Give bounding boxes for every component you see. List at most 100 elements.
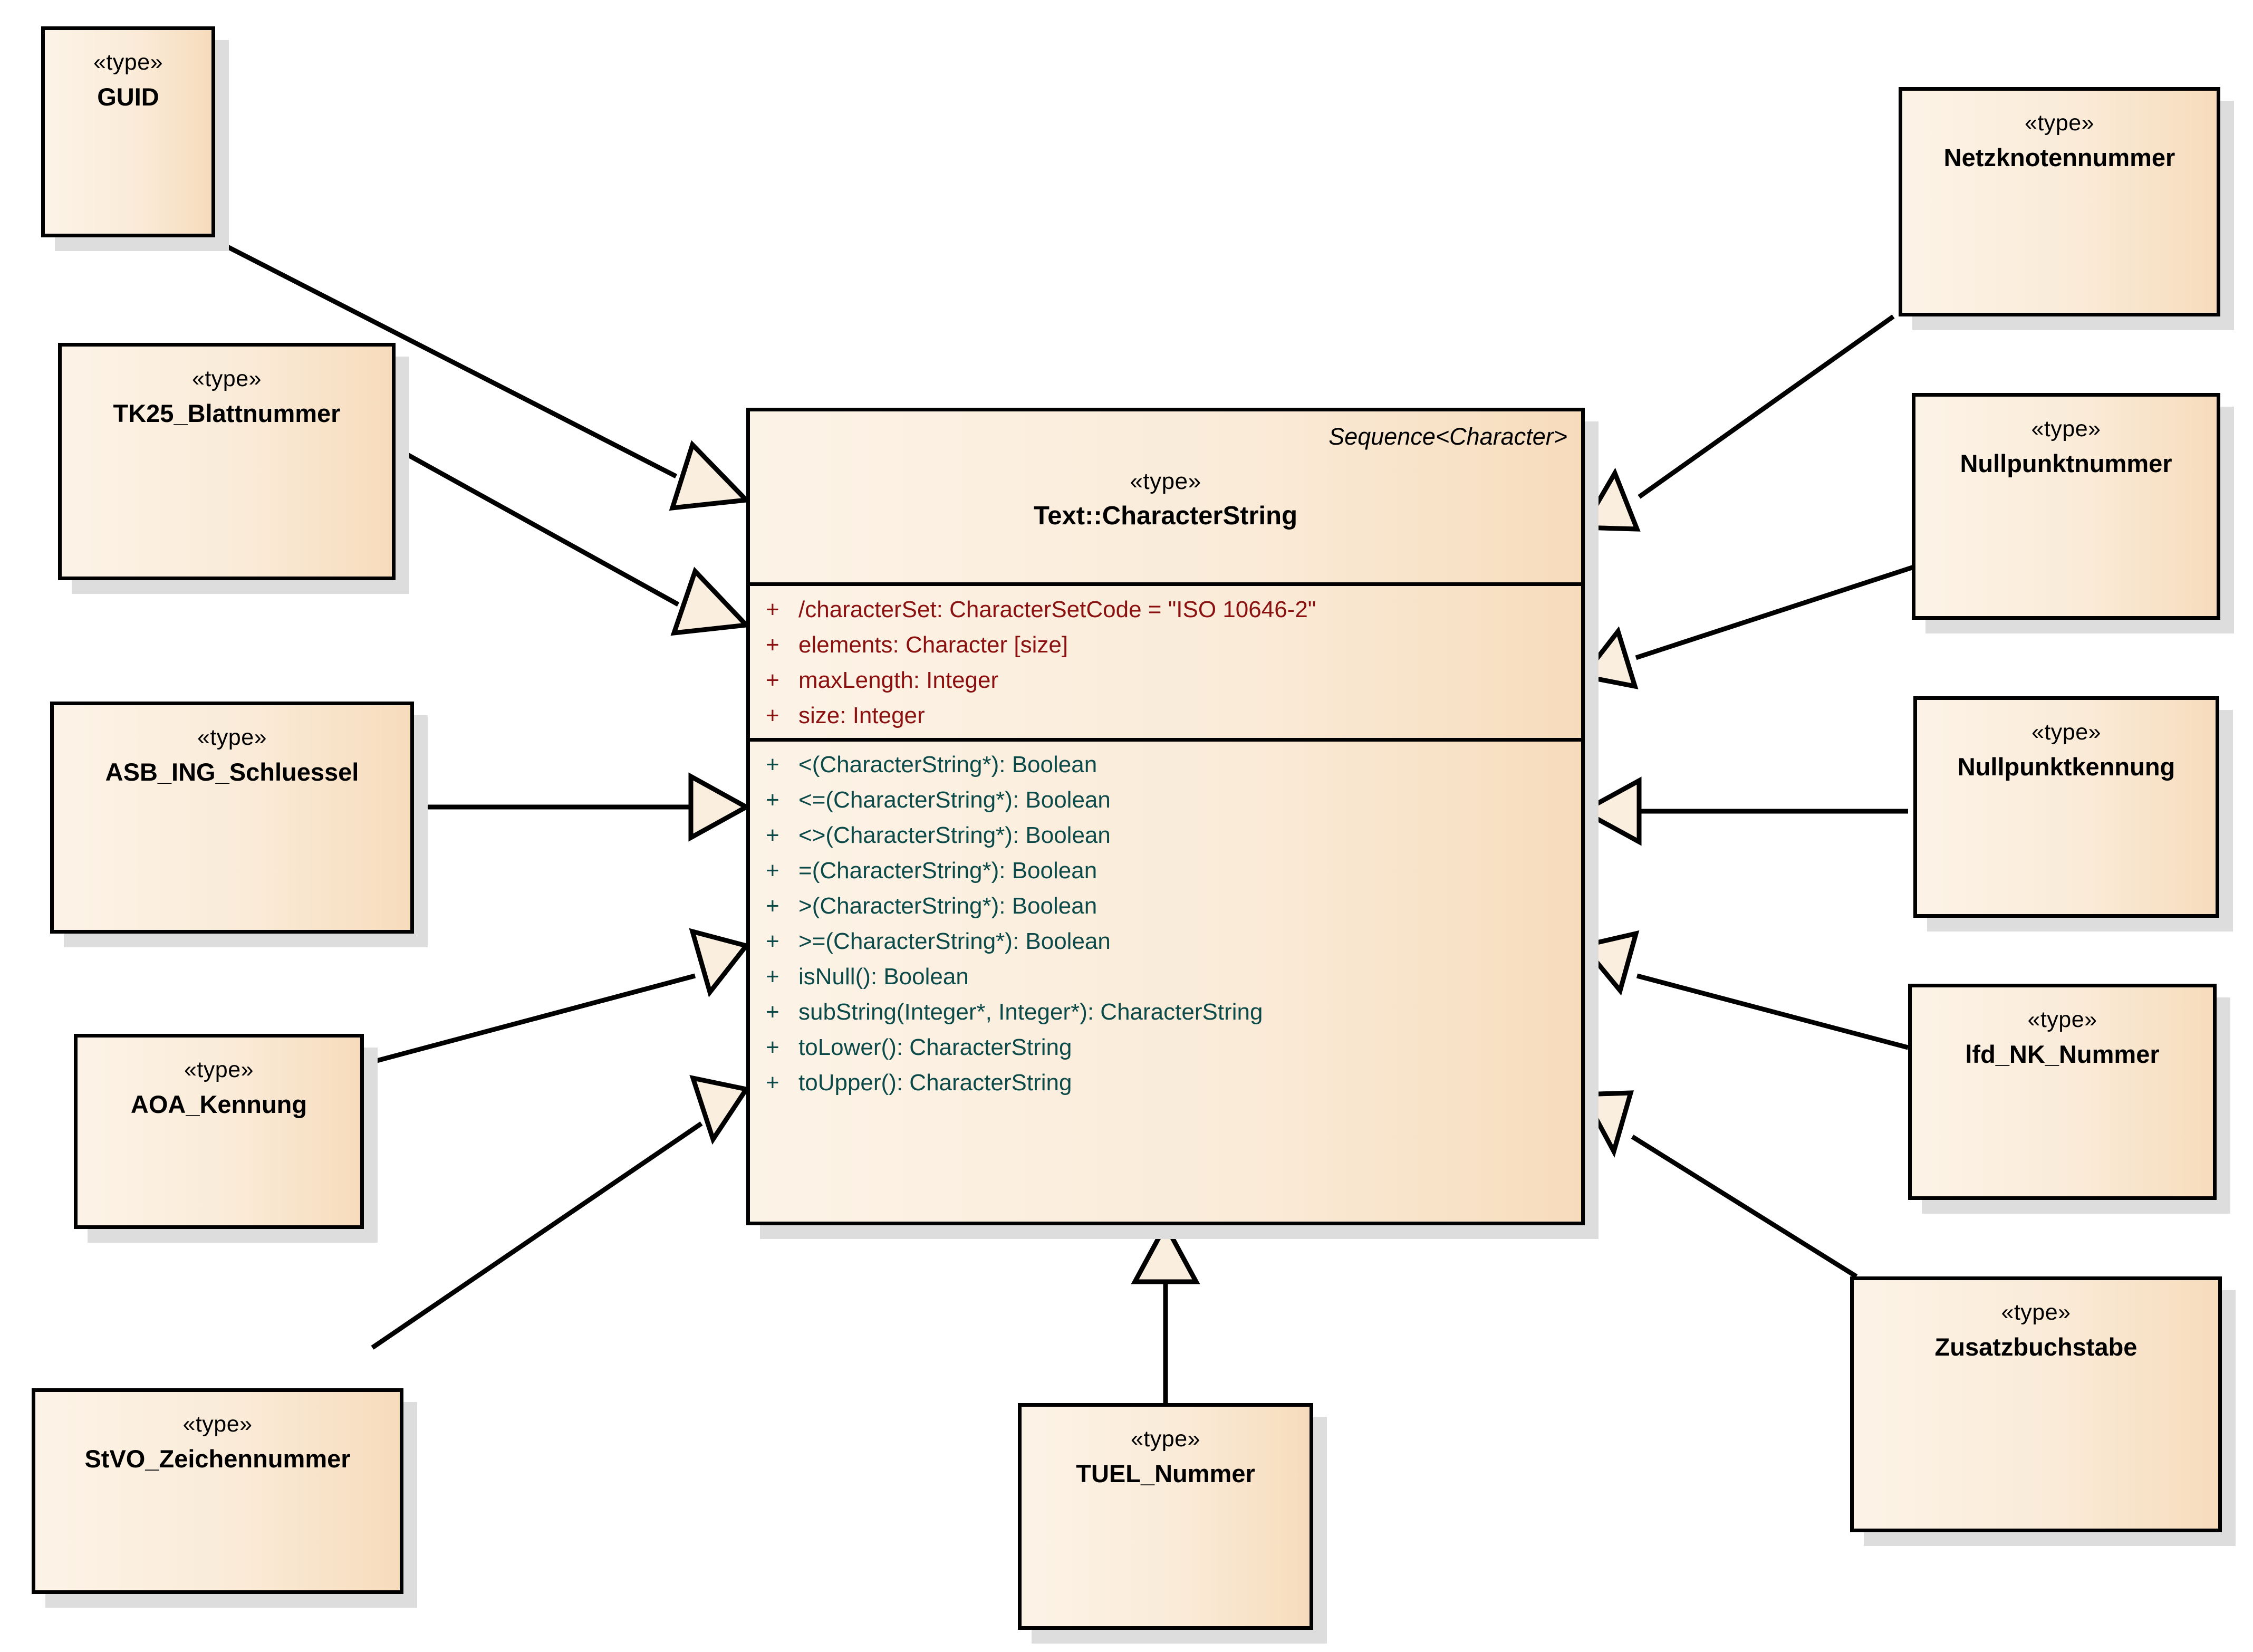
class-name: AOA_Kennung <box>130 1090 307 1119</box>
attribute-row: + /characterSet: CharacterSetCode = "ISO… <box>750 598 1581 621</box>
operation-visibility: + <box>766 928 779 954</box>
attribute-visibility: + <box>766 632 779 658</box>
class-box-nullpunktnummer[interactable]: «type» Nullpunktnummer <box>1912 393 2220 620</box>
operation-row: + >=(CharacterString*): Boolean <box>750 930 1581 953</box>
operation-visibility: + <box>766 752 779 777</box>
attributes-compartment: + /characterSet: CharacterSetCode = "ISO… <box>750 586 1581 742</box>
class-name: Zusatzbuchstabe <box>1934 1333 2138 1361</box>
class-title-block: «type» Nullpunktnummer <box>1915 397 2217 479</box>
class-box-stvo-zeichennummer[interactable]: «type» StVO_Zeichennummer <box>32 1388 403 1594</box>
generalization-lfd-nk-nummer <box>1578 930 1909 1050</box>
generalization-stvo-zeichennummer <box>371 1075 750 1350</box>
operations-compartment: + <(CharacterString*): Boolean + <=(Char… <box>750 742 1581 1222</box>
class-stereotype: «type» <box>1130 1426 1201 1452</box>
generalization-nullpunktnummer <box>1578 561 1926 689</box>
class-name: ASB_ING_Schluessel <box>105 758 359 786</box>
class-title-block: «type» ASB_ING_Schluessel <box>54 705 410 788</box>
class-box-tk25-blattnummer[interactable]: «type» TK25_Blattnummer <box>58 343 396 580</box>
operation-row: + <(CharacterString*): Boolean <box>750 753 1581 776</box>
class-box-aoa-kennung[interactable]: «type» AOA_Kennung <box>74 1034 364 1229</box>
class-box-netzknotennummer[interactable]: «type» Netzknotennummer <box>1899 87 2220 316</box>
operation-signature: toUpper(): CharacterString <box>798 1070 1072 1096</box>
operation-visibility: + <box>766 964 779 990</box>
class-box-asb-ing-schluessel[interactable]: «type» ASB_ING_Schluessel <box>50 702 414 934</box>
class-title-block: «type» Text::CharacterString <box>750 411 1581 533</box>
generalization-aoa-kennung <box>362 928 750 1067</box>
attribute-signature: size: Integer <box>798 703 925 728</box>
generalization-zusatzbuchstabe <box>1579 1090 1858 1279</box>
class-name: TUEL_Nummer <box>1076 1459 1255 1488</box>
operation-signature: subString(Integer*, Integer*): Character… <box>798 999 1263 1025</box>
attribute-visibility: + <box>766 667 779 693</box>
class-title-block: «type» Nullpunktkennung <box>1917 700 2216 783</box>
class-title-block: «type» TUEL_Nummer <box>1022 1407 1310 1490</box>
class-stereotype: «type» <box>197 725 267 750</box>
attribute-signature: maxLength: Integer <box>798 667 999 693</box>
class-box-nullpunktkennung[interactable]: «type» Nullpunktkennung <box>1913 696 2219 918</box>
generalization-asb-ing-schluessel <box>417 772 752 842</box>
class-title-block: «type» Zusatzbuchstabe <box>1854 1280 2218 1363</box>
operation-signature: toLower(): CharacterString <box>798 1034 1072 1060</box>
class-title-block: «type» AOA_Kennung <box>78 1038 360 1120</box>
attribute-signature: /characterSet: CharacterSetCode = "ISO 1… <box>798 597 1316 622</box>
operation-row: + toUpper(): CharacterString <box>750 1071 1581 1094</box>
operation-visibility: + <box>766 822 779 848</box>
class-header-compartment: Sequence<Character> «type» Text::Charact… <box>750 411 1581 586</box>
operation-row: + >(CharacterString*): Boolean <box>750 895 1581 918</box>
class-name: Text::CharacterString <box>1033 502 1298 531</box>
class-box-tuel-nummer[interactable]: «type» TUEL_Nummer <box>1018 1403 1313 1630</box>
operation-row: + <>(CharacterString*): Boolean <box>750 824 1581 847</box>
template-parameter-label: Sequence<Character> <box>1328 423 1567 450</box>
generalization-tk25-blattnummer <box>399 449 752 636</box>
class-stereotype: «type» <box>2024 110 2095 136</box>
class-name: lfd_NK_Nummer <box>1965 1040 2160 1069</box>
attribute-row: + elements: Character [size] <box>750 633 1581 657</box>
class-stereotype: «type» <box>93 50 163 75</box>
operation-visibility: + <box>766 858 779 883</box>
attribute-row: + maxLength: Integer <box>750 669 1581 692</box>
class-name: Nullpunktnummer <box>1960 449 2172 478</box>
operation-row: + subString(Integer*, Integer*): Charact… <box>750 1001 1581 1024</box>
class-box-guid[interactable]: «type» GUID <box>41 26 215 237</box>
attribute-visibility: + <box>766 597 779 622</box>
operation-row: + toLower(): CharacterString <box>750 1036 1581 1059</box>
operation-visibility: + <box>766 787 779 813</box>
operation-signature: <=(CharacterString*): Boolean <box>798 787 1111 813</box>
class-name: Nullpunktkennung <box>1957 753 2175 781</box>
class-title-block: «type» StVO_Zeichennummer <box>35 1392 400 1475</box>
class-stereotype: «type» <box>184 1057 254 1082</box>
class-name: StVO_Zeichennummer <box>84 1445 351 1473</box>
class-name: Netzknotennummer <box>1943 143 2175 172</box>
class-box-zusatzbuchstabe[interactable]: «type» Zusatzbuchstabe <box>1850 1276 2222 1532</box>
operation-visibility: + <box>766 1070 779 1096</box>
attribute-row: + size: Integer <box>750 704 1581 727</box>
operation-visibility: + <box>766 893 779 919</box>
operation-row: + =(CharacterString*): Boolean <box>750 859 1581 882</box>
operation-signature: >=(CharacterString*): Boolean <box>798 928 1111 954</box>
operation-visibility: + <box>766 1034 779 1060</box>
class-stereotype: «type» <box>2031 719 2102 745</box>
class-title-block: «type» lfd_NK_Nummer <box>1912 987 2213 1070</box>
class-stereotype: «type» <box>182 1411 253 1437</box>
generalization-nullpunktkennung <box>1578 776 1908 846</box>
class-title-block: «type» GUID <box>45 30 211 113</box>
class-stereotype: «type» <box>191 366 262 391</box>
attribute-signature: elements: Character [size] <box>798 632 1068 658</box>
attribute-visibility: + <box>766 703 779 728</box>
operation-signature: <(CharacterString*): Boolean <box>798 752 1097 777</box>
operation-row: + isNull(): Boolean <box>750 965 1581 988</box>
operation-visibility: + <box>766 999 779 1025</box>
class-stereotype: «type» <box>1130 468 1201 494</box>
generalization-netzknotennummer <box>1579 314 1895 532</box>
class-title-block: «type» TK25_Blattnummer <box>62 347 392 429</box>
operation-signature: isNull(): Boolean <box>798 964 969 990</box>
class-stereotype: «type» <box>2027 1007 2097 1032</box>
operation-signature: >(CharacterString*): Boolean <box>798 893 1097 919</box>
class-name: TK25_Blattnummer <box>113 399 341 428</box>
operation-row: + <=(CharacterString*): Boolean <box>750 789 1581 812</box>
class-stereotype: «type» <box>2031 416 2101 441</box>
operation-signature: =(CharacterString*): Boolean <box>798 858 1097 883</box>
class-box-text-characterstring[interactable]: Sequence<Character> «type» Text::Charact… <box>746 408 1585 1225</box>
class-box-lfd-nk-nummer[interactable]: «type» lfd_NK_Nummer <box>1908 984 2217 1200</box>
